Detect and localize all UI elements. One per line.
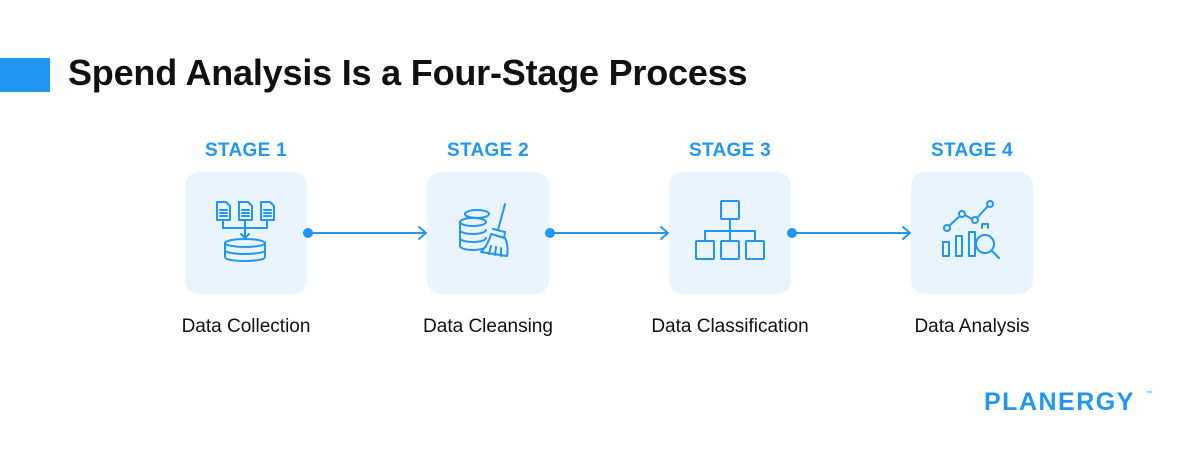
stage-label: STAGE 4 — [931, 140, 1013, 161]
stage-name: Data Collection — [181, 316, 311, 337]
connector-arrow-3 — [787, 226, 911, 240]
stage-label: STAGE 3 — [689, 140, 771, 161]
chart-magnifier-icon — [942, 200, 1000, 259]
connector-arrow-1 — [303, 226, 427, 240]
stage-2: STAGE 2 Data Cleansing — [368, 140, 608, 338]
documents-database-icon — [216, 201, 275, 262]
stage-icon-box — [669, 172, 791, 294]
page-title: Spend Analysis Is a Four-Stage Process — [68, 52, 748, 93]
stage-label: STAGE 1 — [205, 140, 287, 161]
stage-4: STAGE 4 Data Analysis — [852, 140, 1092, 338]
stage-name: Data Cleansing — [423, 316, 553, 337]
stage-label: STAGE 2 — [447, 140, 529, 161]
stage-icon-box — [911, 172, 1033, 294]
connector-arrow-2 — [545, 226, 669, 240]
stage-name: Data Analysis — [914, 316, 1030, 337]
trademark-symbol: ™ — [1146, 391, 1152, 397]
database-broom-icon — [459, 203, 509, 257]
planergy-logo: PLANERGY — [984, 388, 1135, 416]
hierarchy-icon — [695, 200, 765, 260]
stage-icon-box — [185, 172, 307, 294]
title-accent-bar — [0, 58, 50, 92]
stage-1: STAGE 1 Data Collection — [126, 140, 366, 338]
stage-name: Data Classification — [651, 316, 809, 337]
stage-3: STAGE 3 Data Classification — [610, 140, 850, 338]
stage-icon-box — [427, 172, 549, 294]
